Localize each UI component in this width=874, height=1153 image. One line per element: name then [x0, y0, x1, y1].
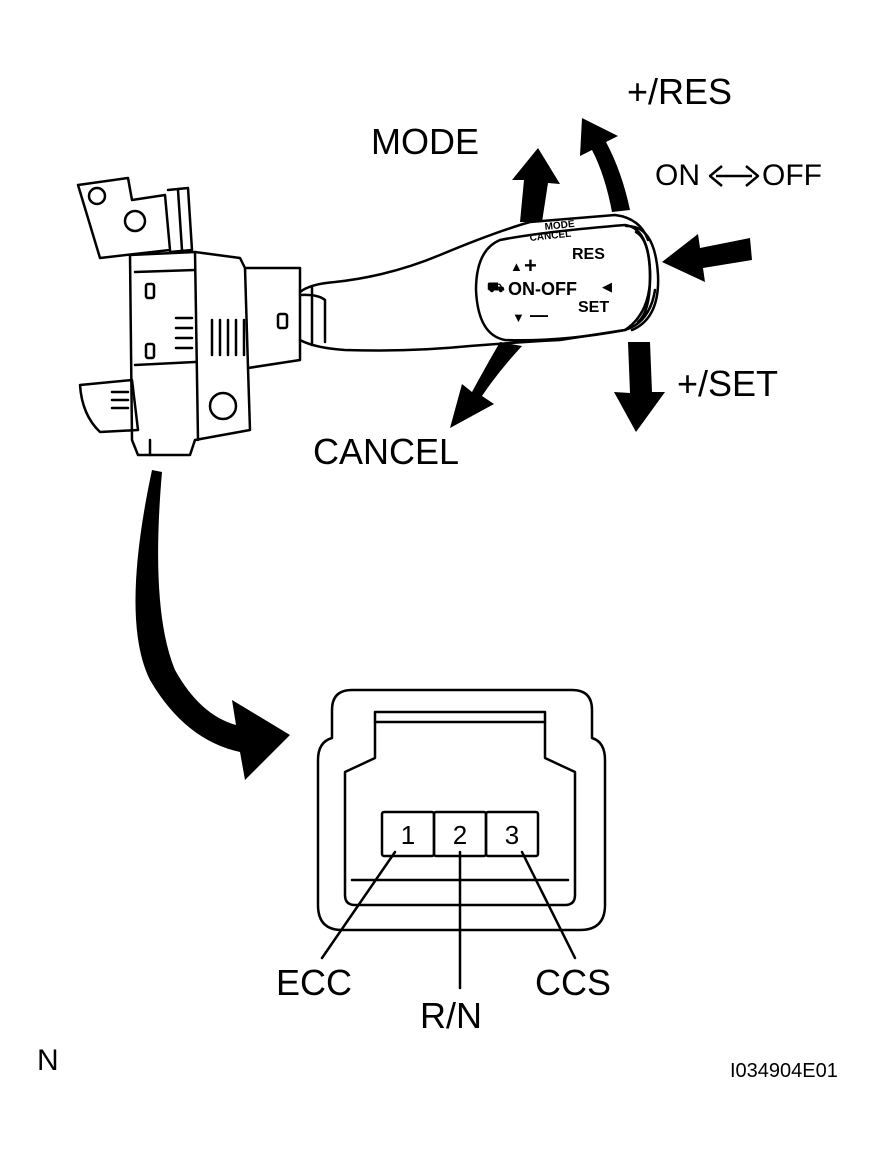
- lever-plus-text: +: [524, 253, 537, 278]
- label-mode: MODE: [371, 121, 479, 162]
- lever-face-text: MODE CANCEL RES ▲ + ON-OFF ◀ SET ▼ — ⛟: [487, 219, 612, 325]
- lever-up-triangle: ▲: [510, 259, 523, 274]
- label-rn: R/N: [420, 995, 482, 1036]
- figure-id: I034904E01: [730, 1060, 838, 1082]
- label-ecc: ECC: [276, 962, 353, 1003]
- res-arrow: [580, 118, 630, 212]
- lever-cancel-text: CANCEL: [529, 229, 572, 244]
- connector: [316, 688, 607, 932]
- pin-1-number: 1: [401, 820, 415, 850]
- lever-mode-text: MODE: [544, 219, 575, 233]
- label-res: +/RES: [627, 71, 733, 112]
- cancel-arrow: [450, 342, 522, 428]
- label-off: OFF: [762, 159, 822, 192]
- corner-label: N: [37, 1044, 59, 1077]
- lever-set-text: SET: [578, 299, 609, 316]
- lever-cruise-icon: ⛟: [487, 279, 505, 295]
- lever-minus-text: —: [530, 305, 548, 325]
- pin-3-number: 3: [505, 820, 519, 850]
- connector-pin-numbers: 1 2 3: [401, 820, 519, 850]
- lever-left-triangle: ◀: [602, 279, 612, 294]
- lever-onoff-text: ON-OFF: [508, 279, 577, 299]
- pin-leaders: [320, 850, 577, 990]
- label-ccs: CCS: [535, 962, 612, 1003]
- pin-2-number: 2: [453, 820, 467, 850]
- label-on: ON: [655, 159, 700, 192]
- onoff-arrow: [662, 234, 752, 282]
- on-off-double-arrow: [708, 165, 760, 187]
- switch-body: [76, 176, 302, 457]
- set-arrow: [614, 342, 665, 432]
- label-cancel: CANCEL: [313, 431, 460, 472]
- label-set: +/SET: [677, 363, 779, 404]
- mode-arrow: [512, 148, 560, 222]
- pin-3-cavity: [484, 810, 540, 858]
- cruise-lever: [298, 213, 660, 352]
- lever-res-text: RES: [572, 246, 605, 263]
- lever-down-triangle: ▼: [512, 310, 525, 325]
- curved-arrow: [135, 470, 290, 780]
